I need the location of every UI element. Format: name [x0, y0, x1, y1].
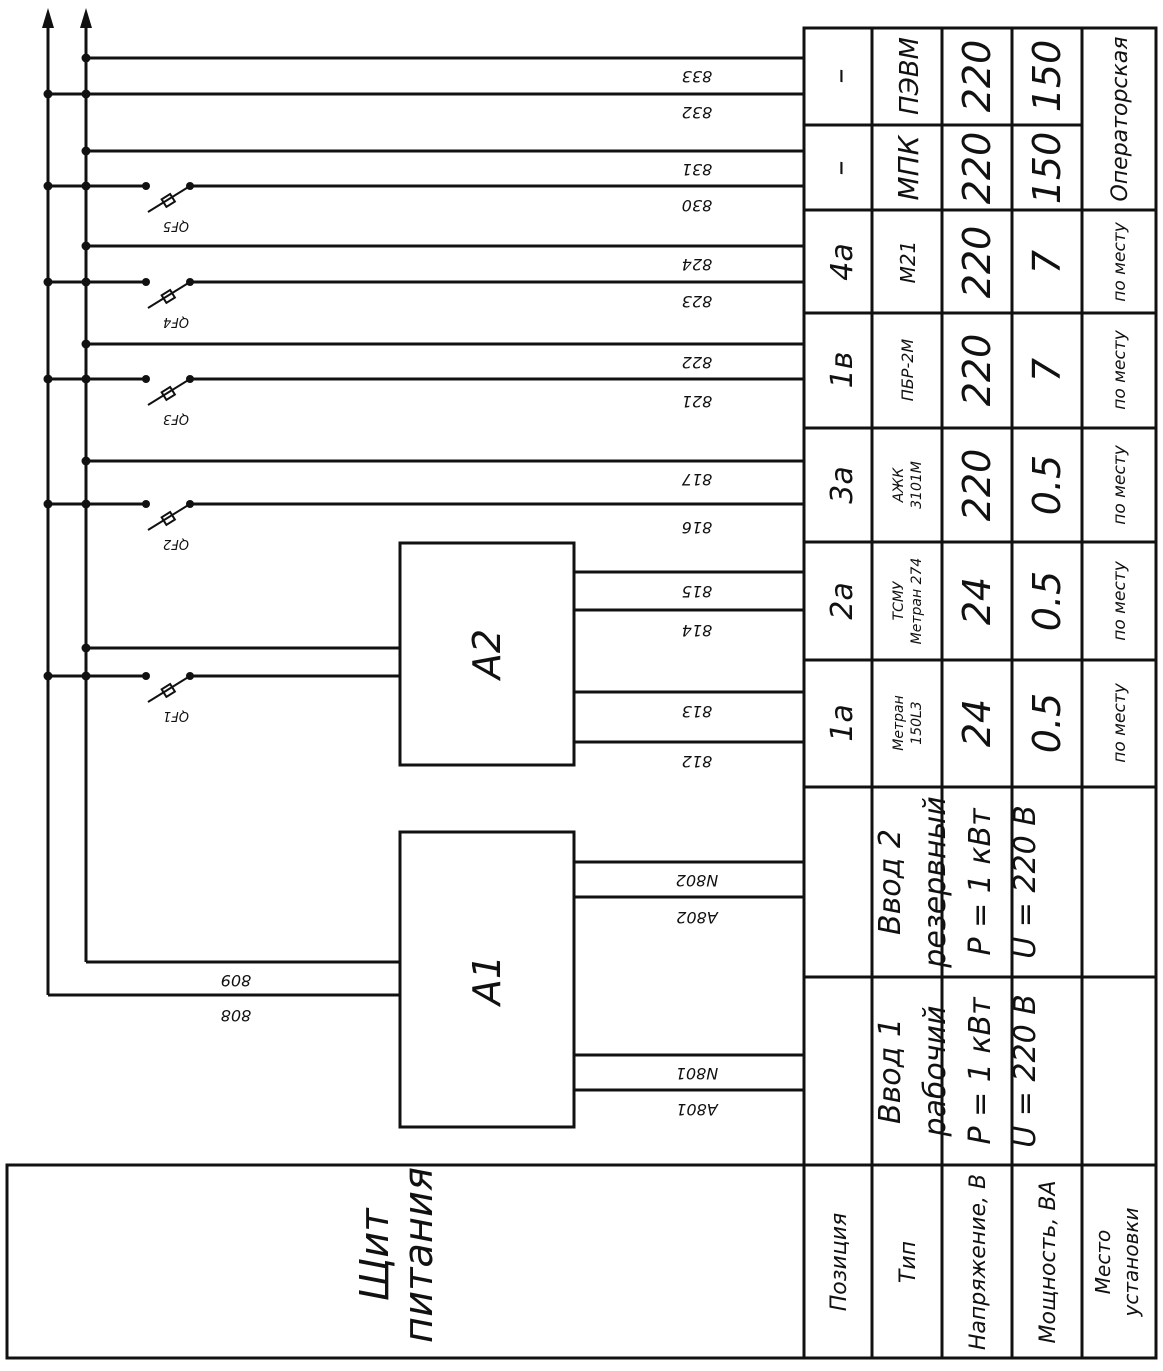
header-place-line2: установки — [1119, 1208, 1143, 1318]
device-2a-place: по месту — [1110, 560, 1130, 640]
device-1a-type1: Метран — [891, 695, 907, 750]
wire-812: 812 — [682, 752, 713, 771]
breaker-qf5-icon — [142, 182, 194, 213]
device-1v-place: по месту — [1110, 329, 1130, 409]
device-3a-place: по месту — [1110, 444, 1130, 524]
wire-817: 817 — [681, 470, 712, 489]
input1-power: P = 1 кВт — [963, 996, 998, 1145]
block-a2 — [398, 541, 576, 767]
device-1a-place: по месту — [1110, 682, 1130, 762]
device-4a-voltage: 220 — [955, 226, 999, 299]
block-a1 — [398, 830, 576, 1129]
device-2a-voltage: 24 — [955, 577, 999, 625]
device-mpk-voltage: 220 — [955, 132, 999, 205]
input1-title: Ввод 1 — [873, 1018, 908, 1124]
wire-816: 816 — [682, 518, 713, 537]
device-3a-type1: АЖК — [891, 467, 907, 504]
wire-n801: N801 — [676, 1064, 719, 1083]
breaker-qf4-icon — [142, 278, 194, 309]
device-4a-pos: 4а — [825, 243, 860, 280]
table-grid — [5, 26, 1158, 1360]
device-1v-pos: 1в — [825, 352, 860, 389]
device-pevm-pos: – — [823, 69, 858, 84]
device-1v-type1: ПБР-2М — [898, 339, 917, 402]
wire-831: 831 — [682, 160, 713, 179]
breaker-qf3-icon — [142, 375, 194, 406]
junction-dots — [43, 53, 91, 681]
wire-808: 808 — [221, 1006, 252, 1025]
input2-kind: резервный — [918, 796, 953, 968]
header-voltage: Напряжение, В — [966, 1174, 991, 1350]
block-a1-label: А1 — [465, 955, 509, 1008]
wire-832: 832 — [682, 103, 713, 122]
breaker-label-qf5: QF5 — [163, 218, 189, 233]
device-pevm-voltage: 220 — [955, 40, 999, 113]
device-4a-power: 7 — [1025, 250, 1069, 274]
block-a2-label: А2 — [465, 629, 509, 682]
device-mpk-power: 150 — [1025, 132, 1069, 205]
wire-n802: N802 — [676, 871, 719, 890]
device-2a-pos: 2а — [825, 582, 860, 619]
input2-title: Ввод 2 — [873, 829, 908, 935]
device-3a-power: 0.5 — [1025, 455, 1069, 515]
wire-830: 830 — [682, 196, 713, 215]
device-1a-pos: 1а — [825, 704, 860, 741]
wire-813: 813 — [682, 702, 713, 721]
wire-809: 809 — [221, 971, 252, 990]
wire-822: 822 — [682, 353, 713, 372]
panel-title-line2: питания — [396, 1167, 442, 1343]
device-2a-power: 0.5 — [1025, 571, 1069, 631]
device-1a-type2: 150L3 — [909, 701, 925, 744]
wire-815: 815 — [682, 582, 713, 601]
breaker-label-qf3: QF3 — [163, 411, 189, 426]
operator-room-place: Операторская — [1108, 36, 1133, 201]
header-type: Тип — [896, 1241, 921, 1283]
breaker-qf1-icon — [142, 672, 194, 703]
header-place-line1: Место — [1091, 1230, 1115, 1294]
wire-a801: A801 — [676, 1100, 718, 1119]
wire-823: 823 — [682, 292, 713, 311]
device-3a-pos: 3а — [825, 466, 860, 503]
wire-833: 833 — [682, 67, 713, 86]
device-pevm-power: 150 — [1025, 40, 1069, 113]
breaker-qf2-icon — [142, 500, 194, 531]
header-position: Позиция — [827, 1213, 852, 1312]
device-mpk-pos: – — [823, 161, 858, 176]
wire-a802: A802 — [676, 908, 718, 927]
breaker-label-qf4: QF4 — [163, 314, 189, 329]
device-mpk-type: МПК — [892, 134, 925, 200]
device-2a-type2: Метран 274 — [909, 558, 925, 645]
device-1v-voltage: 220 — [955, 334, 999, 407]
device-1a-voltage: 24 — [955, 699, 999, 747]
device-1v-power: 7 — [1025, 358, 1069, 382]
wire-821: 821 — [682, 392, 713, 411]
input1-kind: рабочий — [918, 1005, 953, 1137]
feeder-wires — [48, 56, 804, 1092]
input2-power: P = 1 кВт — [963, 807, 998, 956]
device-pevm-type: ПЭВМ — [895, 37, 925, 115]
device-1a-power: 0.5 — [1025, 693, 1069, 753]
device-3a-type2: 3101М — [909, 461, 925, 509]
input2-voltage: U = 220 В — [1008, 805, 1043, 959]
device-4a-place: по месту — [1110, 221, 1130, 301]
device-3a-voltage: 220 — [955, 449, 999, 522]
input1-voltage: U = 220 В — [1008, 994, 1043, 1148]
wire-814: 814 — [682, 621, 713, 640]
breaker-label-qf1: QF1 — [163, 708, 189, 723]
breaker-label-qf2: QF2 — [163, 536, 189, 551]
header-power: Мощность, ВА — [1036, 1180, 1061, 1343]
panel-title-line1: Щит — [352, 1207, 398, 1302]
wire-824: 824 — [682, 255, 713, 274]
device-2a-type1: ТСМУ — [891, 580, 907, 620]
device-4a-type1: М21 — [896, 241, 920, 284]
